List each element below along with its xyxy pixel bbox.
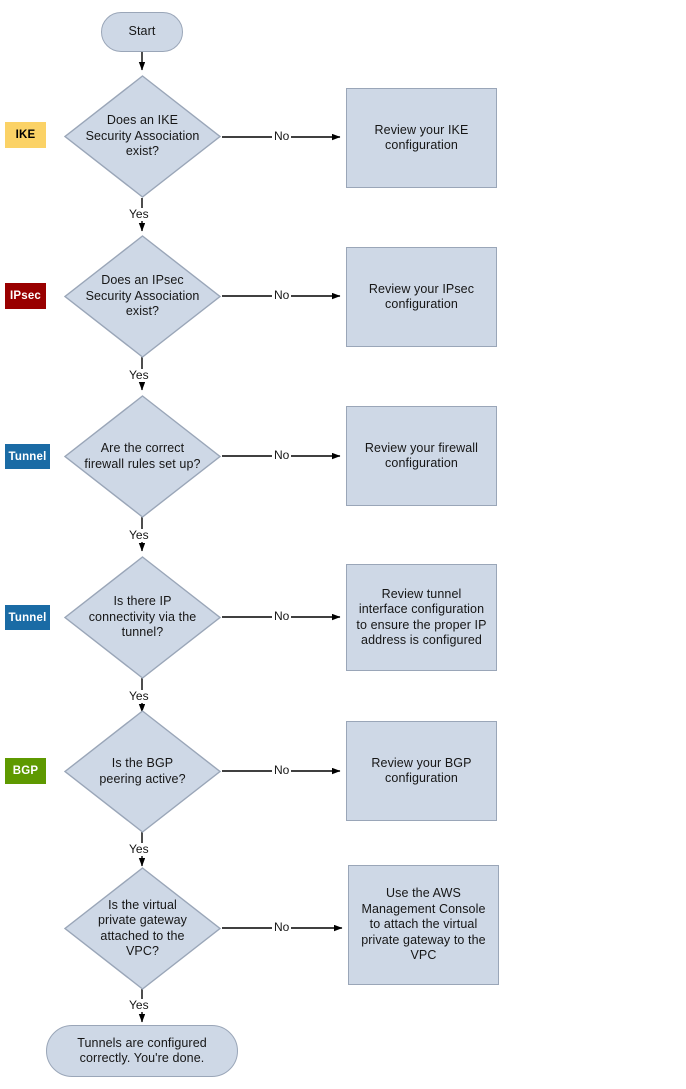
decision-ip-connectivity-label: Is there IP connectivity via the tunnel?: [88, 594, 197, 640]
stage-badge-tunnel-ip-label: Tunnel: [8, 611, 47, 624]
action-attach-vgw-to-vpc: Use the AWS Management Console to attach…: [348, 865, 499, 985]
decision-firewall-rules: Are the correct firewall rules set up?: [64, 395, 221, 518]
edge-label-no-4: No: [272, 609, 292, 623]
decision-ike-sa-label: Does an IKE Security Association exist?: [85, 113, 200, 159]
edge-label-yes-4: Yes: [127, 689, 151, 703]
stage-badge-ipsec-label: IPsec: [9, 290, 42, 302]
stage-badge-tunnel-ip: Tunnel: [5, 605, 50, 630]
stage-badge-ipsec: IPsec: [5, 283, 46, 309]
stage-badge-ike: IKE: [5, 122, 46, 148]
decision-vgw-attached: Is the virtual private gateway attached …: [64, 867, 221, 990]
edge-label-no-1: No: [272, 129, 292, 143]
action-attach-vgw-to-vpc-label: Use the AWS Management Console to attach…: [361, 886, 486, 963]
decision-ipsec-sa-label: Does an IPsec Security Association exist…: [85, 273, 200, 319]
action-review-bgp-config-label: Review your BGP configuration: [371, 755, 472, 786]
diamond-shape-firewall: [64, 395, 221, 518]
action-review-ipsec-config-label: Review your IPsec configuration: [368, 281, 475, 312]
diamond-shape-bgp: [64, 710, 221, 833]
diamond-shape-ip-connectivity: [64, 556, 221, 679]
edge-label-yes-2: Yes: [127, 368, 151, 382]
stage-badge-tunnel-firewall-label: Tunnel: [8, 450, 47, 463]
action-review-firewall-config: Review your firewall configuration: [346, 406, 497, 506]
action-review-tunnel-interface: Review tunnel interface configuration to…: [346, 564, 497, 671]
edge-label-yes-1: Yes: [127, 207, 151, 221]
end-terminator: Tunnels are configured correctly. You're…: [46, 1025, 238, 1077]
decision-bgp-peering: Is the BGP peering active?: [64, 710, 221, 833]
action-review-bgp-config: Review your BGP configuration: [346, 721, 497, 821]
action-review-ike-config-label: Review your IKE configuration: [374, 122, 469, 153]
action-review-firewall-config-label: Review your firewall configuration: [364, 440, 479, 471]
action-review-ike-config: Review your IKE configuration: [346, 88, 497, 188]
diamond-shape-ipsec: [64, 235, 221, 358]
end-label: Tunnels are configured correctly. You're…: [77, 1035, 207, 1066]
decision-ip-connectivity: Is there IP connectivity via the tunnel?: [64, 556, 221, 679]
action-review-ipsec-config: Review your IPsec configuration: [346, 247, 497, 347]
decision-vgw-attached-label: Is the virtual private gateway attached …: [97, 897, 188, 959]
edge-label-no-3: No: [272, 448, 292, 462]
stage-badge-bgp: BGP: [5, 758, 46, 784]
start-terminator: Start: [101, 12, 183, 52]
edge-label-yes-5: Yes: [127, 842, 151, 856]
diamond-shape-ike: [64, 75, 221, 198]
decision-firewall-rules-label: Are the correct firewall rules set up?: [84, 441, 201, 471]
decision-ike-sa: Does an IKE Security Association exist?: [64, 75, 221, 198]
action-review-tunnel-interface-label: Review tunnel interface configuration to…: [356, 586, 487, 648]
diamond-shape-vgw: [64, 867, 221, 990]
decision-ipsec-sa: Does an IPsec Security Association exist…: [64, 235, 221, 358]
stage-badge-bgp-label: BGP: [12, 765, 39, 777]
edge-label-no-5: No: [272, 763, 292, 777]
start-label: Start: [128, 24, 156, 39]
stage-badge-tunnel-firewall: Tunnel: [5, 444, 50, 469]
edge-label-yes-3: Yes: [127, 528, 151, 542]
edge-label-no-2: No: [272, 288, 292, 302]
decision-bgp-peering-label: Is the BGP peering active?: [99, 756, 186, 786]
stage-badge-ike-label: IKE: [15, 129, 36, 141]
edge-label-yes-6: Yes: [127, 998, 151, 1012]
edge-label-no-6: No: [272, 920, 292, 934]
